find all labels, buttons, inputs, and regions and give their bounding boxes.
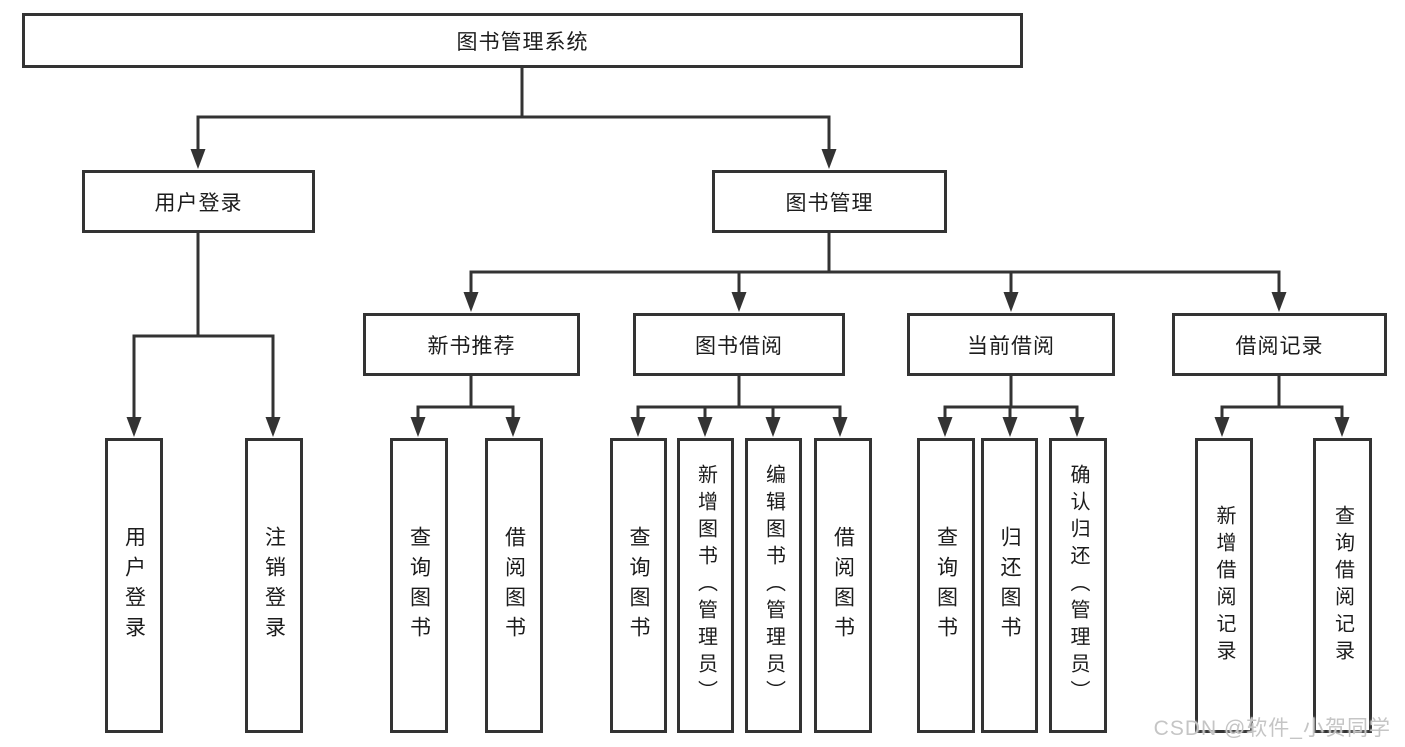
node-current-borrowing: 当前借阅 <box>907 313 1115 376</box>
leaf-confirm-return-admin: 确认归还（管理员） <box>1049 438 1107 733</box>
csdn-watermark: CSDN @软件_小贺同学 <box>1153 717 1391 740</box>
node-root: 图书管理系统 <box>22 13 1023 68</box>
leaf-query-books-borrowing: 查询图书 <box>610 438 667 733</box>
connector-bookmgmt-to-level3 <box>469 233 1281 296</box>
leaf-query-borrow-record: 查询借阅记录 <box>1313 438 1372 733</box>
leaf-borrow-books-borrowing: 借阅图书 <box>814 438 872 733</box>
connector-root-to-level2 <box>196 68 831 153</box>
node-book-management: 图书管理 <box>712 170 947 233</box>
leaf-query-books-recommend: 查询图书 <box>390 438 448 733</box>
connector-currentborrow-to-leaves <box>943 376 1079 421</box>
node-user-login: 用户登录 <box>82 170 315 233</box>
leaf-return-books: 归还图书 <box>981 438 1038 733</box>
leaf-query-books-current: 查询图书 <box>917 438 975 733</box>
node-borrowing-records: 借阅记录 <box>1172 313 1387 376</box>
connector-borrowrecord-to-leaves <box>1220 376 1344 421</box>
connector-newbookrec-to-leaves <box>416 376 515 421</box>
connector-bookborrow-to-leaves <box>636 376 842 421</box>
connector-userlogin-to-leaves <box>132 233 275 421</box>
leaf-user-login: 用户登录 <box>105 438 163 733</box>
node-book-borrowing: 图书借阅 <box>633 313 845 376</box>
leaf-add-borrow-record: 新增借阅记录 <box>1195 438 1253 733</box>
leaf-logout: 注销登录 <box>245 438 303 733</box>
leaf-edit-books-admin: 编辑图书（管理员） <box>745 438 802 733</box>
node-new-book-recommend: 新书推荐 <box>363 313 580 376</box>
leaf-borrow-books-recommend: 借阅图书 <box>485 438 543 733</box>
arrowheads <box>126 149 1350 437</box>
leaf-add-books-admin: 新增图书（管理员） <box>677 438 734 733</box>
